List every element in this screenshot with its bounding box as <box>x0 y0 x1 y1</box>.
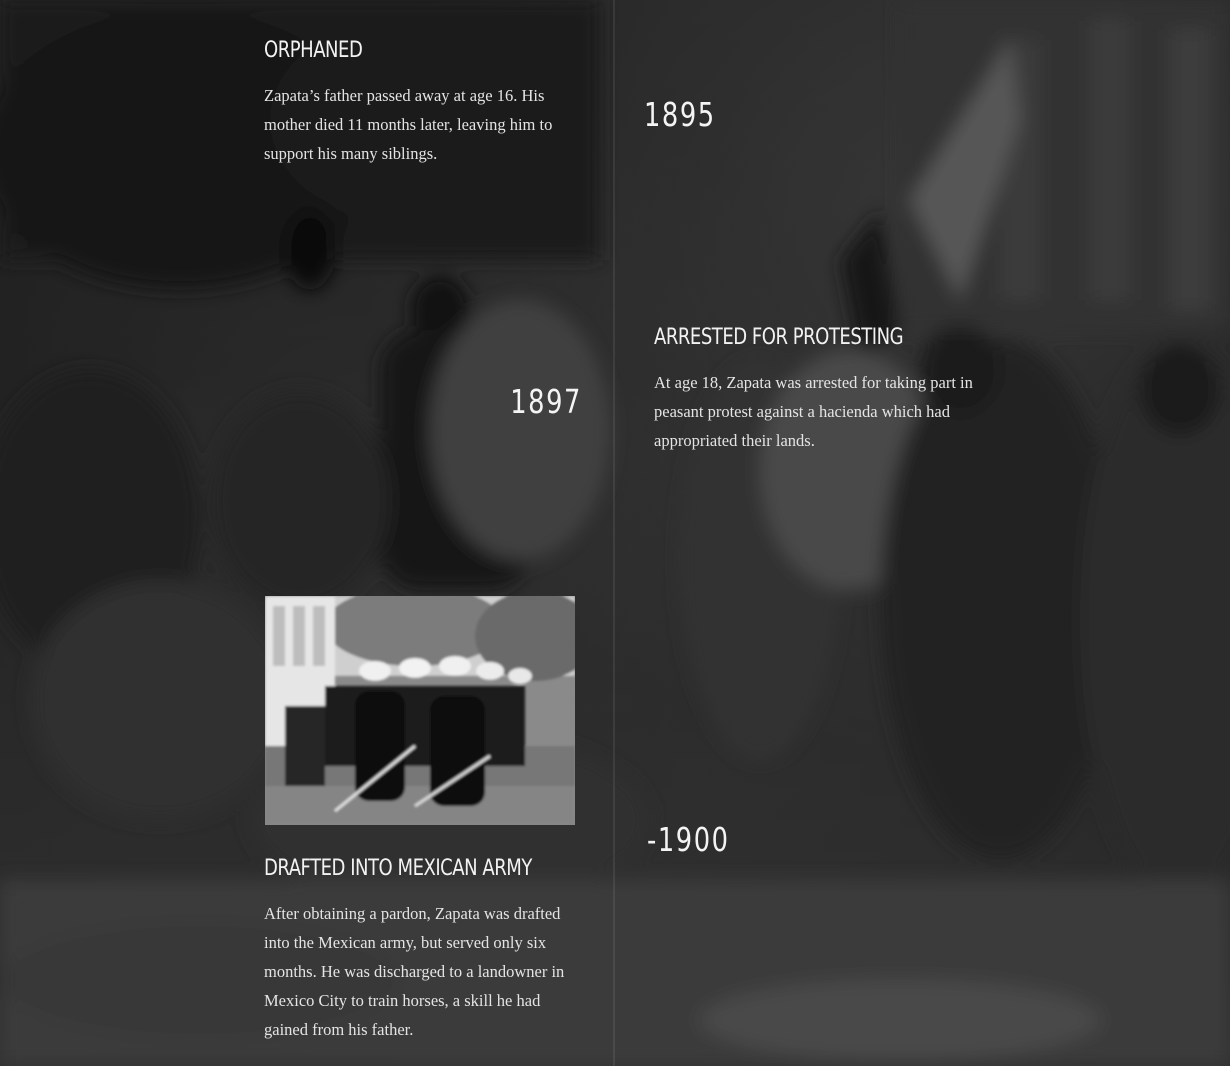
timeline-axis <box>613 0 615 1066</box>
year-label-1900: -1900 <box>647 820 730 859</box>
year-label-1895: 1895 <box>644 95 716 134</box>
army-march-photo <box>265 596 575 825</box>
event-title-drafted: DRAFTED INTO MEXICAN ARMY <box>264 856 532 881</box>
event-text-orphaned: Zapata’s father passed away at age 16. H… <box>264 86 553 163</box>
event-text-drafted: After obtaining a pardon, Zapata was dra… <box>264 904 565 1039</box>
year-label-1897: 1897 <box>510 382 582 421</box>
event-title-arrested: ARRESTED FOR PROTESTING <box>654 325 904 350</box>
event-text-arrested: At age 18, Zapata was arrested for takin… <box>654 373 973 450</box>
event-title-orphaned: ORPHANED <box>264 38 363 63</box>
